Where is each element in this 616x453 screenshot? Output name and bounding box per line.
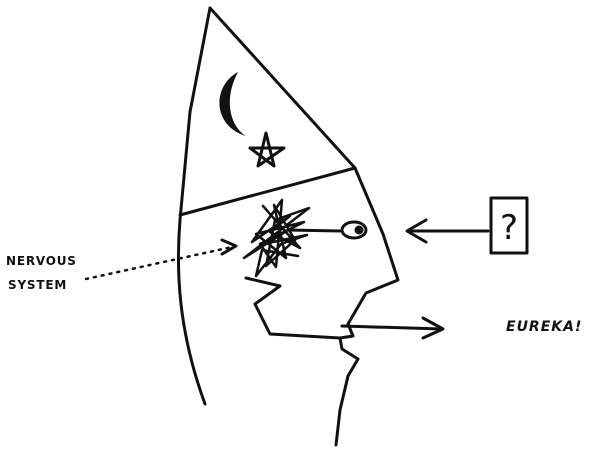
nervous-system-pointer [86, 247, 232, 279]
moon-icon [219, 72, 246, 136]
nervous-system-label-line1: NERVOUS [6, 254, 77, 268]
head-back [178, 220, 205, 404]
nervous-system-label-line2: SYSTEM [8, 278, 67, 292]
star-icon [250, 133, 284, 166]
face-profile [340, 168, 398, 376]
nervous-system-scribble [244, 200, 309, 276]
hat-brim-line [180, 168, 355, 215]
inner-head-outline [246, 278, 340, 338]
wizard-hat-outline [210, 8, 355, 168]
wizard-hat-left-side [180, 8, 210, 220]
eye-pupil [355, 226, 364, 235]
question-mark: ? [500, 208, 518, 248]
eureka-label: EUREKA! [506, 319, 582, 335]
output-arrow-line [342, 326, 442, 329]
neck-front [336, 376, 348, 445]
optic-nerve-line [288, 230, 340, 231]
